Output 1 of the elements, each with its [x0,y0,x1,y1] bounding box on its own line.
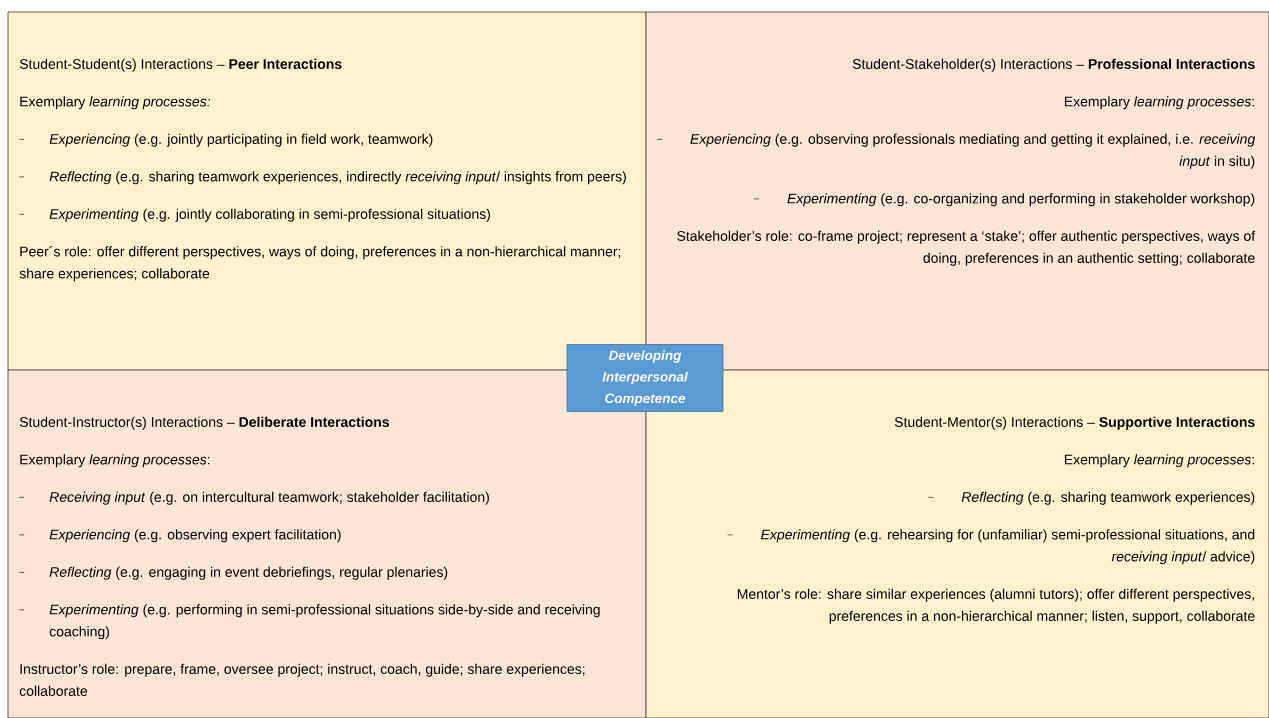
title-box: Developing Interpersonal Competence [566,344,724,412]
